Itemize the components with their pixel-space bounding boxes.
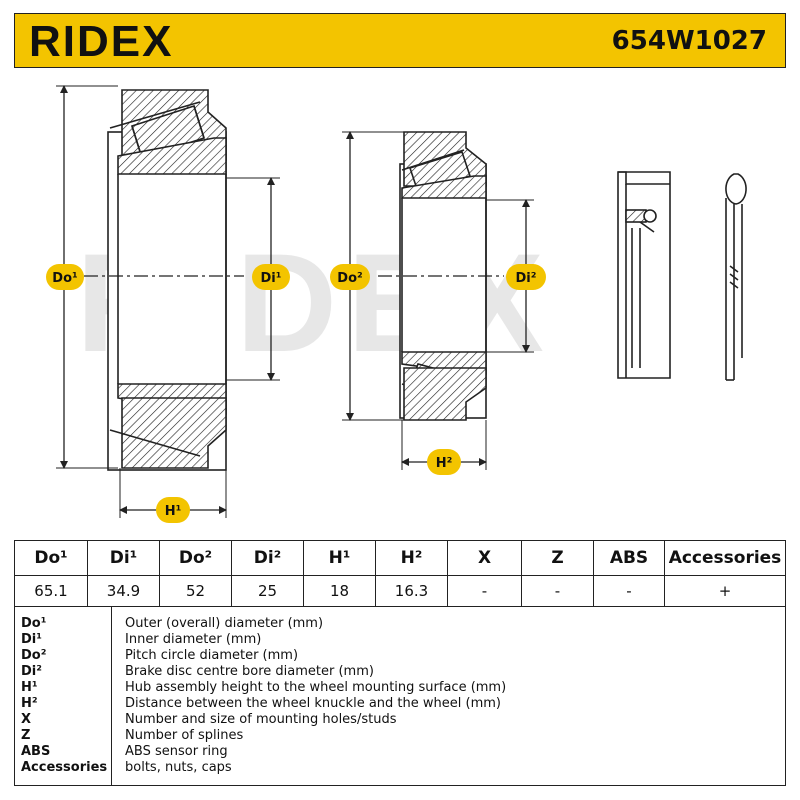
spec-value: - bbox=[593, 575, 665, 607]
legend-key: Di¹ bbox=[21, 632, 42, 647]
legend-key: ABS bbox=[21, 744, 51, 759]
legend-key: Do² bbox=[21, 648, 47, 663]
spec-header: Di² bbox=[231, 540, 304, 576]
legend-item: Di¹ Inner diameter (mm) bbox=[15, 632, 785, 648]
bearing-large bbox=[84, 89, 244, 471]
legend-key: H² bbox=[21, 696, 38, 711]
spec-header: Do² bbox=[159, 540, 232, 576]
spec-header-row: Do¹ Di¹ Do² Di² H¹ H² X Z ABS Accessorie… bbox=[14, 540, 786, 576]
spec-value: + bbox=[664, 575, 786, 607]
spec-header: H² bbox=[375, 540, 448, 576]
legend-key: Accessories bbox=[21, 760, 108, 775]
legend-desc: Inner diameter (mm) bbox=[125, 632, 262, 647]
label-h2-text: H² bbox=[436, 456, 453, 471]
legend: Do¹ Outer (overall) diameter (mm) Di¹ In… bbox=[14, 606, 786, 786]
legend-item: X Number and size of mounting holes/stud… bbox=[15, 712, 785, 728]
label-do1-text: Do¹ bbox=[52, 271, 77, 286]
technical-drawing: RIDEX bbox=[14, 68, 786, 538]
label-h1-text: H¹ bbox=[165, 504, 182, 519]
spec-value: 52 bbox=[159, 575, 232, 607]
legend-item: H² Distance between the wheel knuckle an… bbox=[15, 696, 785, 712]
legend-key: H¹ bbox=[21, 680, 38, 695]
label-h1: H¹ bbox=[156, 497, 190, 523]
spec-header: ABS bbox=[593, 540, 665, 576]
legend-desc: Outer (overall) diameter (mm) bbox=[125, 616, 324, 631]
header-bar: RIDEX 654W1027 bbox=[14, 13, 786, 68]
spec-header: Di¹ bbox=[87, 540, 160, 576]
legend-key: Z bbox=[21, 728, 31, 743]
label-di1: Di¹ bbox=[252, 264, 290, 290]
spec-value: 18 bbox=[303, 575, 376, 607]
part-number: 654W1027 bbox=[611, 26, 767, 56]
seal-ring bbox=[617, 171, 671, 379]
legend-desc: ABS sensor ring bbox=[125, 744, 228, 759]
spec-value: 34.9 bbox=[87, 575, 160, 607]
label-do1: Do¹ bbox=[46, 264, 84, 290]
spec-header: Do¹ bbox=[14, 540, 88, 576]
label-di2-text: Di² bbox=[516, 271, 537, 286]
label-di2: Di² bbox=[506, 264, 546, 290]
legend-key: Do¹ bbox=[21, 616, 47, 631]
spec-header: H¹ bbox=[303, 540, 376, 576]
spec-value-row: 65.1 34.9 52 25 18 16.3 - - - + bbox=[14, 575, 786, 607]
legend-desc: Pitch circle diameter (mm) bbox=[125, 648, 299, 663]
legend-desc: Distance between the wheel knuckle and t… bbox=[125, 696, 501, 711]
legend-key: Di² bbox=[21, 664, 42, 679]
cotter-pin bbox=[725, 173, 747, 381]
spec-value: 16.3 bbox=[375, 575, 448, 607]
legend-desc: bolts, nuts, caps bbox=[125, 760, 232, 775]
brand-logo: RIDEX bbox=[29, 17, 174, 66]
spec-value: - bbox=[521, 575, 594, 607]
legend-item: Do² Pitch circle diameter (mm) bbox=[15, 648, 785, 664]
spec-value: 65.1 bbox=[14, 575, 88, 607]
legend-desc: Brake disc centre bore diameter (mm) bbox=[125, 664, 374, 679]
legend-item: ABS ABS sensor ring bbox=[15, 744, 785, 760]
legend-item: Di² Brake disc centre bore diameter (mm) bbox=[15, 664, 785, 680]
spec-header: Accessories bbox=[664, 540, 786, 576]
spec-value: 25 bbox=[231, 575, 304, 607]
legend-item: Z Number of splines bbox=[15, 728, 785, 744]
label-do2-text: Do² bbox=[337, 271, 362, 286]
label-h2: H² bbox=[427, 449, 461, 475]
legend-item: Do¹ Outer (overall) diameter (mm) bbox=[15, 616, 785, 632]
spec-header: Z bbox=[521, 540, 594, 576]
spec-header: X bbox=[447, 540, 522, 576]
legend-item: Accessories bolts, nuts, caps bbox=[15, 760, 785, 776]
bearing-small bbox=[378, 131, 504, 421]
legend-key: X bbox=[21, 712, 32, 727]
label-di1-text: Di¹ bbox=[261, 271, 282, 286]
legend-desc: Number and size of mounting holes/studs bbox=[125, 712, 397, 727]
legend-desc: Hub assembly height to the wheel mountin… bbox=[125, 680, 507, 695]
drawing-canvas: RIDEX bbox=[46, 85, 747, 523]
spec-value: - bbox=[447, 575, 522, 607]
spec-table: Do¹ Di¹ Do² Di² H¹ H² X Z ABS Accessorie… bbox=[14, 540, 786, 607]
label-do2: Do² bbox=[330, 264, 370, 290]
legend-item: H¹ Hub assembly height to the wheel moun… bbox=[15, 680, 785, 696]
legend-divider bbox=[111, 607, 112, 785]
legend-desc: Number of splines bbox=[125, 728, 244, 743]
